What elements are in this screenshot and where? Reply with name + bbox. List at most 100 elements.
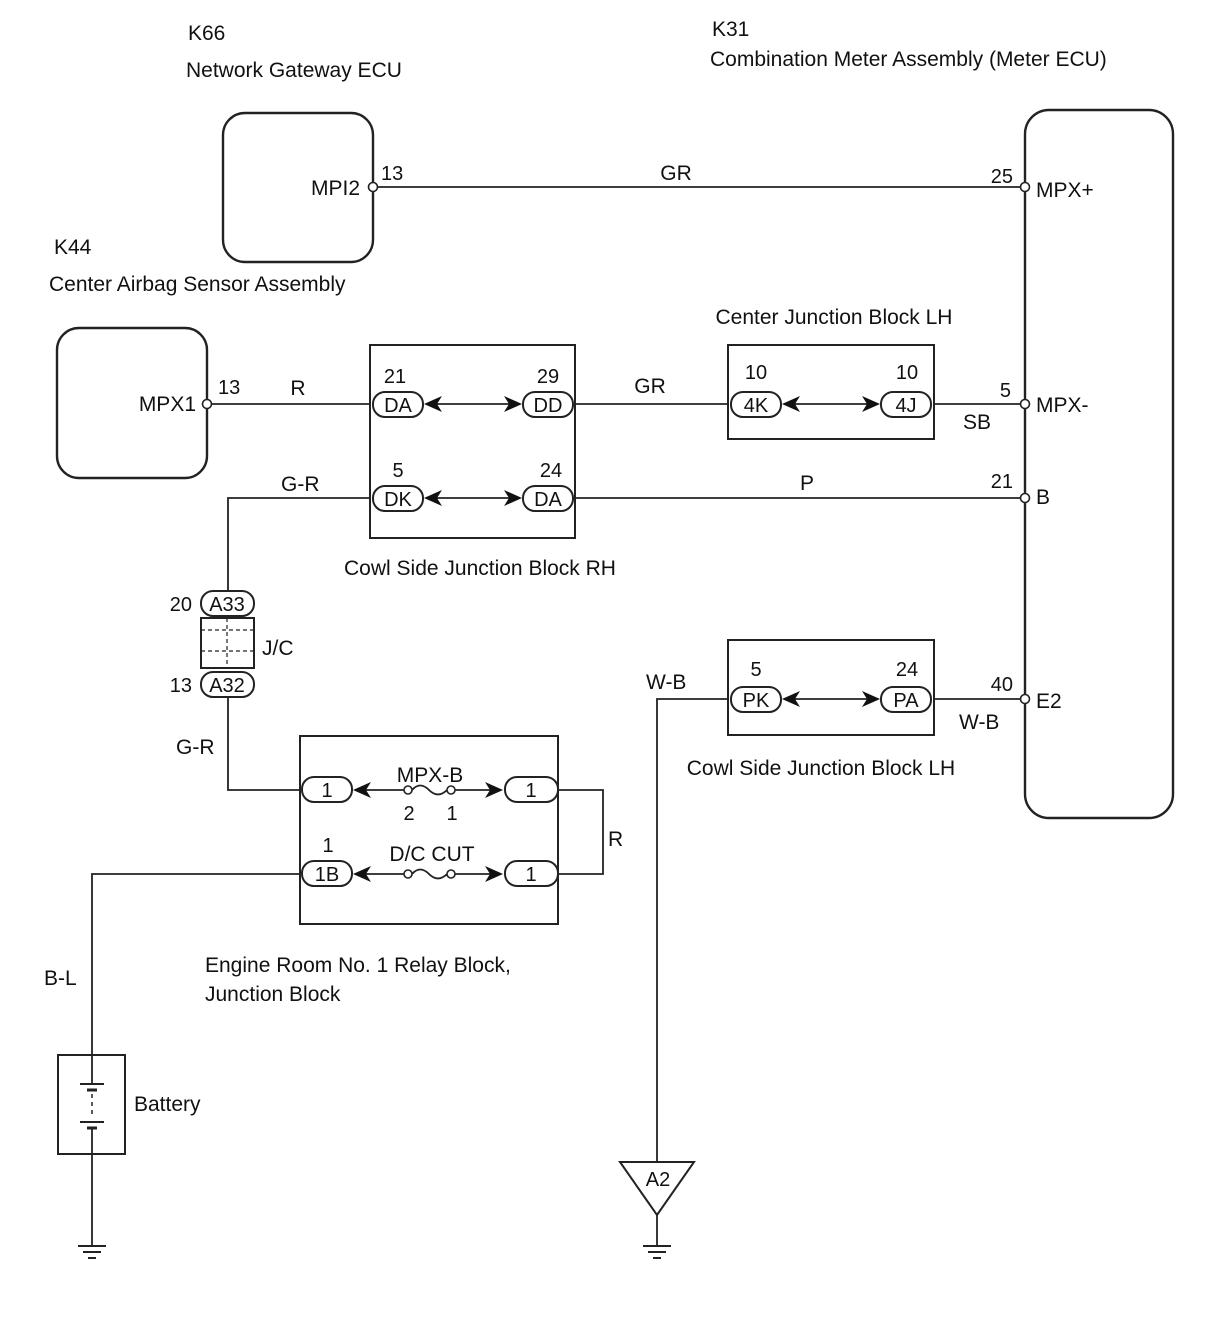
meter-id: K31	[712, 18, 749, 41]
meter-pin-num-b: 21	[991, 471, 1013, 493]
gateway-id: K66	[188, 22, 225, 45]
jc-label: J/C	[262, 637, 294, 660]
jc-conn-a32	[200, 671, 255, 698]
airbag-name: Center Airbag Sensor Assembly	[49, 273, 346, 296]
cowl-rh-name: Cowl Side Junction Block RH	[344, 557, 616, 580]
wire-relay-loop-color: R	[608, 828, 623, 851]
center-lh-name: Center Junction Block LH	[716, 306, 953, 329]
gateway-terminal	[367, 181, 379, 193]
relay-conn-r2	[504, 860, 559, 887]
gateway-pin-num: 13	[381, 163, 403, 185]
relay-conn-r1-code: 1	[525, 780, 536, 802]
relay-conn-1b-pin: 1	[322, 835, 333, 857]
wire-relay-loop	[558, 789, 604, 875]
gateway-name: Network Gateway ECU	[186, 59, 402, 82]
cowl-rh-conn-dd-29-code: DD	[534, 395, 563, 417]
relay-conn-l1	[301, 776, 353, 803]
center-lh-conn-4j-code: 4J	[895, 395, 916, 417]
wire-dk-jc	[227, 497, 370, 590]
meter-pin-num-e2: 40	[991, 674, 1013, 696]
jc-conn-a33-code: A33	[209, 594, 245, 616]
meter-pin-b-label: B	[1036, 486, 1050, 509]
ground-icon-a2	[643, 1245, 671, 1259]
a2-label: A2	[646, 1169, 670, 1191]
relay-name-1: Engine Room No. 1 Relay Block,	[205, 954, 511, 977]
wire-mpx-plus-color: GR	[660, 162, 692, 185]
wire-e2-color: W-B	[959, 711, 999, 734]
airbag-terminal	[201, 398, 213, 410]
relay-block	[299, 735, 559, 925]
cowl-lh-conn-pa-code: PA	[893, 690, 919, 712]
meter-terminal-b	[1019, 492, 1031, 504]
cowl-rh-conn-dd-29	[522, 391, 574, 418]
cowl-rh-arrow-2a	[424, 490, 442, 506]
relay-conn-r1	[504, 776, 559, 803]
cowl-rh-arrow-1a	[424, 396, 442, 412]
wire-airbag-color: R	[290, 377, 305, 400]
wire-jc-relay	[227, 698, 302, 791]
cowl-rh-arrow-1b	[504, 396, 522, 412]
wire-ground-left	[656, 698, 728, 1162]
meter-pin-e2: E2	[1036, 690, 1062, 713]
jc-conn-a33-pin: 20	[170, 594, 192, 616]
cowl-rh-conn-da-24	[522, 485, 574, 512]
center-lh-conn-4j	[880, 391, 932, 418]
cowl-rh-conn-da-21-code: DA	[384, 395, 412, 417]
airbag-id: K44	[54, 236, 92, 259]
wire-dd-4k-color: GR	[634, 375, 666, 398]
airbag-pin-num: 13	[218, 377, 240, 399]
cowl-lh-conn-pk-code: PK	[743, 690, 770, 712]
wire-mpx-minus-color: SB	[963, 411, 991, 434]
dc-cut-fuse-name: D/C CUT	[389, 843, 474, 866]
ground-icon-battery	[78, 1245, 106, 1259]
mpx-b-fuse-name: MPX-B	[397, 764, 464, 787]
wire-jc-relay-color: G-R	[176, 736, 215, 759]
jc-conn-a32-pin: 13	[170, 675, 192, 697]
relay-conn-1b	[301, 860, 353, 887]
airbag-pin-name: MPX1	[139, 393, 196, 416]
center-lh-arrow-b	[862, 396, 880, 412]
dc-cut-fuse-pin-left	[403, 869, 413, 879]
relay-arrow-2a	[353, 866, 371, 882]
center-lh-arrow-a	[782, 396, 800, 412]
cowl-rh-conn-dk-5-code: DK	[384, 489, 412, 511]
wire-battery-color: B-L	[44, 967, 77, 990]
relay-arrow-2b	[485, 866, 503, 882]
meter-ecu-box	[1023, 108, 1175, 820]
jc-conn-a32-code: A32	[209, 675, 245, 697]
cowl-lh-arrow-a	[782, 691, 800, 707]
cowl-rh-conn-da-21	[372, 391, 424, 418]
center-lh-conn-4k	[730, 391, 782, 418]
cowl-lh-name: Cowl Side Junction Block LH	[687, 757, 955, 780]
mpx-b-fuse-pin-right: 1	[446, 803, 457, 825]
center-lh-conn-4k-code: 4K	[744, 395, 769, 417]
mpx-b-fuse-pin-1	[446, 785, 456, 795]
relay-conn-1b-code: 1B	[315, 864, 339, 886]
relay-arrow-1a	[353, 782, 371, 798]
mpx-b-fuse-pin-2	[403, 785, 413, 795]
battery-label: Battery	[134, 1093, 201, 1116]
cowl-rh-conn-dd-29-pin: 29	[537, 366, 559, 388]
relay-conn-r2-code: 1	[525, 864, 536, 886]
cowl-lh-conn-pa-pin: 24	[896, 659, 918, 681]
meter-pin-mpx-minus: MPX-	[1036, 394, 1089, 417]
dc-cut-fuse-pin-right	[446, 869, 456, 879]
a2-ground-point	[618, 1161, 696, 1217]
wire-ground-left-color: W-B	[646, 671, 686, 694]
cowl-rh-conn-dk-5-pin: 5	[392, 460, 403, 482]
cowl-rh-conn-da-21-pin: 21	[384, 366, 406, 388]
mpx-b-fuse-icon	[411, 784, 448, 796]
center-lh-conn-4k-pin: 10	[745, 362, 767, 384]
wire-dk-color: G-R	[281, 473, 320, 496]
meter-pin-num-mpx-minus: 5	[1000, 380, 1011, 402]
dc-cut-fuse-icon	[411, 868, 448, 880]
cowl-lh-arrow-b	[862, 691, 880, 707]
wire-battery	[91, 873, 302, 1055]
mpx-b-fuse-pin-left: 2	[403, 803, 414, 825]
jc-conn-a33	[200, 590, 255, 617]
meter-terminal-e2	[1019, 693, 1031, 705]
cowl-lh-conn-pk-pin: 5	[750, 659, 761, 681]
cowl-rh-conn-da-24-code: DA	[534, 489, 562, 511]
relay-arrow-1b	[485, 782, 503, 798]
